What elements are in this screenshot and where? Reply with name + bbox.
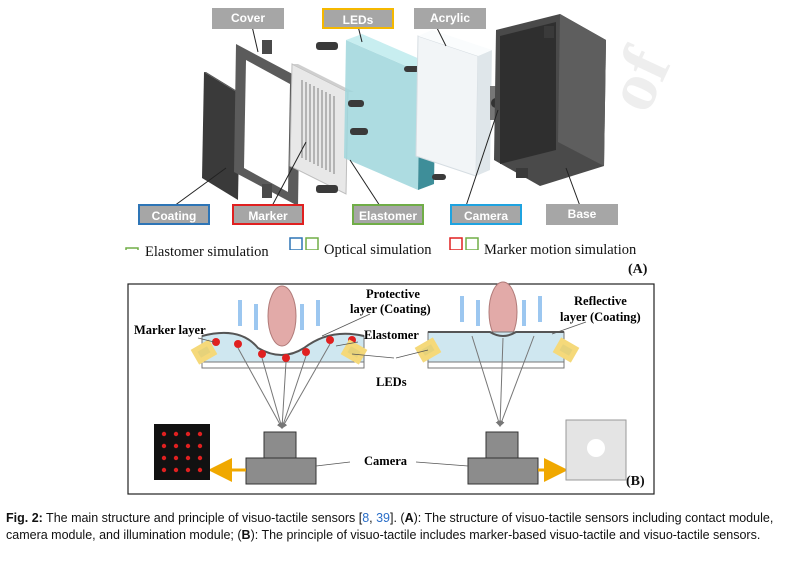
- caption-bold-b: B: [241, 528, 251, 542]
- legend-box-red: [449, 237, 463, 250]
- legend-optical-sim: Optical simulation: [324, 242, 432, 258]
- label-leds: LEDs: [322, 8, 394, 29]
- caption-text-1: The main structure and principle of visu…: [42, 511, 363, 525]
- legend-box-elastomer: [125, 247, 139, 250]
- label-acrylic: Acrylic: [414, 8, 486, 29]
- left-light-arrows: [238, 300, 320, 330]
- panel-a-exploded-view: [125, 14, 606, 250]
- right-elastomer: [427, 331, 565, 363]
- marker-image-dots: [161, 431, 203, 473]
- acrylic-block: [415, 35, 479, 177]
- right-camera-body: [467, 457, 539, 485]
- reflective-image: [565, 419, 627, 481]
- panel-a-tag: (A): [628, 262, 648, 277]
- label-b-reflective-1: Reflective: [574, 294, 627, 308]
- caption-text-4: ): The structure of visuo-tactile sensor…: [6, 511, 774, 542]
- legend-marker-motion-sim: Marker motion simulation: [484, 242, 637, 258]
- label-b-protective-2: layer (Coating): [350, 302, 431, 316]
- legend-elastomer-sim: Elastomer simulation: [145, 244, 269, 260]
- label-b-marker-layer: Marker layer: [134, 323, 206, 337]
- right-rays: [471, 335, 535, 427]
- coating-sheet: [202, 72, 240, 200]
- label-camera: Camera: [450, 204, 522, 225]
- label-elastomer: Elastomer: [352, 204, 424, 225]
- right-camera-lens: [485, 431, 519, 461]
- legend-box-blue: [289, 237, 303, 250]
- left-indenter: [267, 285, 297, 347]
- marker-plate: [289, 63, 349, 195]
- figure-caption: Fig. 2: The main structure and principle…: [6, 510, 782, 544]
- left-leds: [190, 339, 368, 365]
- label-b-elastomer: Elastomer: [364, 328, 419, 342]
- caption-head: Fig. 2:: [6, 511, 43, 525]
- citation-link-39[interactable]: 39: [376, 511, 390, 525]
- legend-box-green: [305, 237, 319, 250]
- label-coating: Coating: [138, 204, 210, 225]
- citation-link-8[interactable]: 8: [362, 511, 370, 525]
- marker-image: [154, 424, 210, 480]
- screws: [316, 42, 446, 193]
- left-camera-lens: [263, 431, 297, 461]
- legend-box-green2: [465, 237, 479, 250]
- elastomer-panel: [344, 40, 420, 190]
- caption-text-2: ,: [369, 511, 377, 525]
- label-b-leds: LEDs: [376, 375, 407, 389]
- left-camera-body: [245, 457, 317, 485]
- label-b-reflective-2: layer (Coating): [560, 310, 641, 324]
- left-rays: [237, 343, 331, 429]
- right-light-arrows: [460, 296, 542, 326]
- panel-b-principle: [127, 281, 655, 495]
- left-markers: [212, 336, 356, 362]
- label-marker-layer: Marker layer: [232, 204, 304, 244]
- label-cover: Cover: [212, 8, 284, 29]
- caption-bold-a: A: [404, 511, 414, 525]
- label-b-camera: Camera: [364, 454, 408, 468]
- label-b-protective-1: Protective: [366, 287, 420, 301]
- label-base: Base: [546, 204, 618, 225]
- caption-text-3: ]. (: [390, 511, 405, 525]
- caption-text-5: ): The principle of visuo-tactile includ…: [250, 528, 761, 542]
- panel-b-tag: (B): [626, 474, 645, 489]
